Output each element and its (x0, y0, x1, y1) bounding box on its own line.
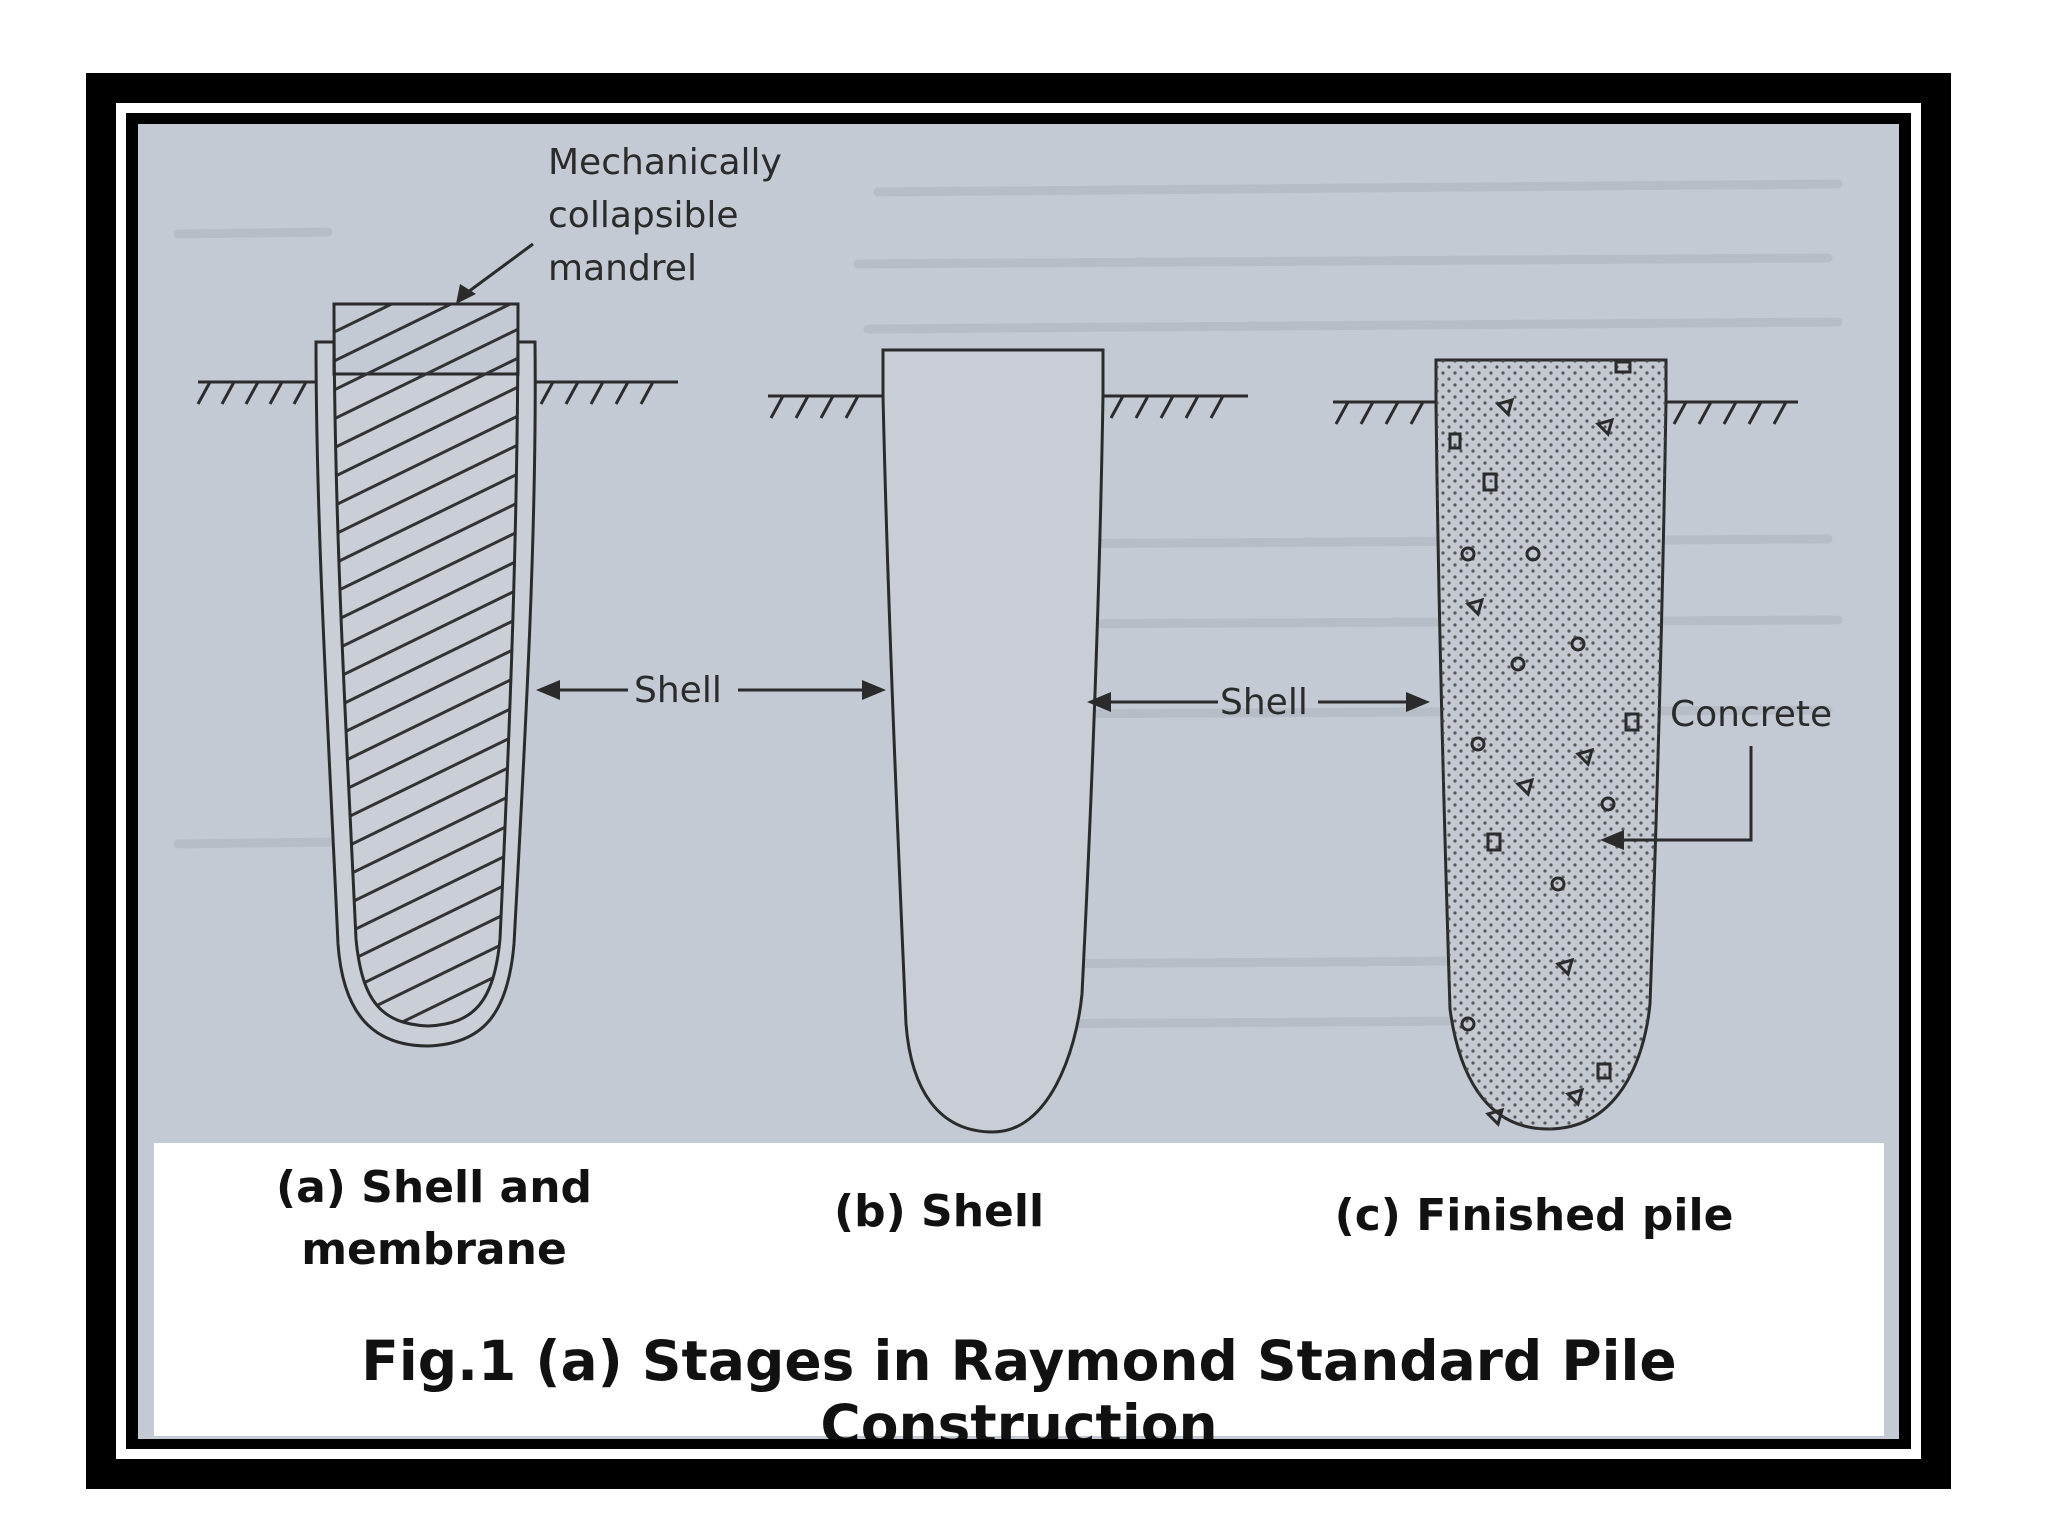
label-mandrel-line2: collapsible (548, 195, 739, 236)
ground-lines (198, 380, 1798, 404)
shell-b-outline (881, 348, 1105, 1134)
aggregate-marks (1448, 360, 1640, 1127)
caption-panel: (a) Shell and membrane (b) Shell (c) Fin… (154, 1143, 1884, 1439)
figure-title: Fig.1 (a) Stages in Raymond Standard Pil… (361, 1329, 1677, 1439)
background-text-shadow (173, 179, 1843, 1029)
label-shell-right: Shell (1220, 682, 1308, 723)
mandrel-hatched (332, 302, 520, 1028)
ground-hatch (196, 381, 1788, 425)
label-concrete: Concrete (1670, 694, 1832, 735)
label-mandrel-line3: mandrel (548, 248, 697, 289)
shell-right-arrowhead-2 (1406, 692, 1430, 712)
diagram-photo: Mechanically collapsible mandrel Shell S… (138, 124, 1899, 1439)
pile-diagram: Mechanically collapsible mandrel Shell S… (173, 142, 1843, 1134)
concrete-pointer-arrowhead (1600, 830, 1624, 850)
mandrel-pointer-arrow (467, 242, 534, 294)
label-mandrel-line1: Mechanically (548, 142, 782, 183)
label-shell-left: Shell (634, 670, 722, 711)
shell-left-arrowhead-1 (536, 680, 560, 700)
concrete-pointer-line (1608, 746, 1753, 842)
mandrel-pointer-arrowhead (456, 284, 476, 304)
caption-stage-a: (a) Shell and membrane (234, 1157, 634, 1281)
finished-pile-stipple (1436, 360, 1666, 1129)
shell-right-arrowhead-1 (1087, 692, 1111, 712)
caption-stage-b: (b) Shell (833, 1186, 1045, 1237)
caption-stage-c: (c) Finished pile (1334, 1190, 1734, 1241)
caption-a-line1: (a) Shell and (275, 1162, 593, 1213)
shell-left-arrowhead-2 (862, 680, 886, 700)
caption-a-line2: membrane (301, 1224, 567, 1275)
